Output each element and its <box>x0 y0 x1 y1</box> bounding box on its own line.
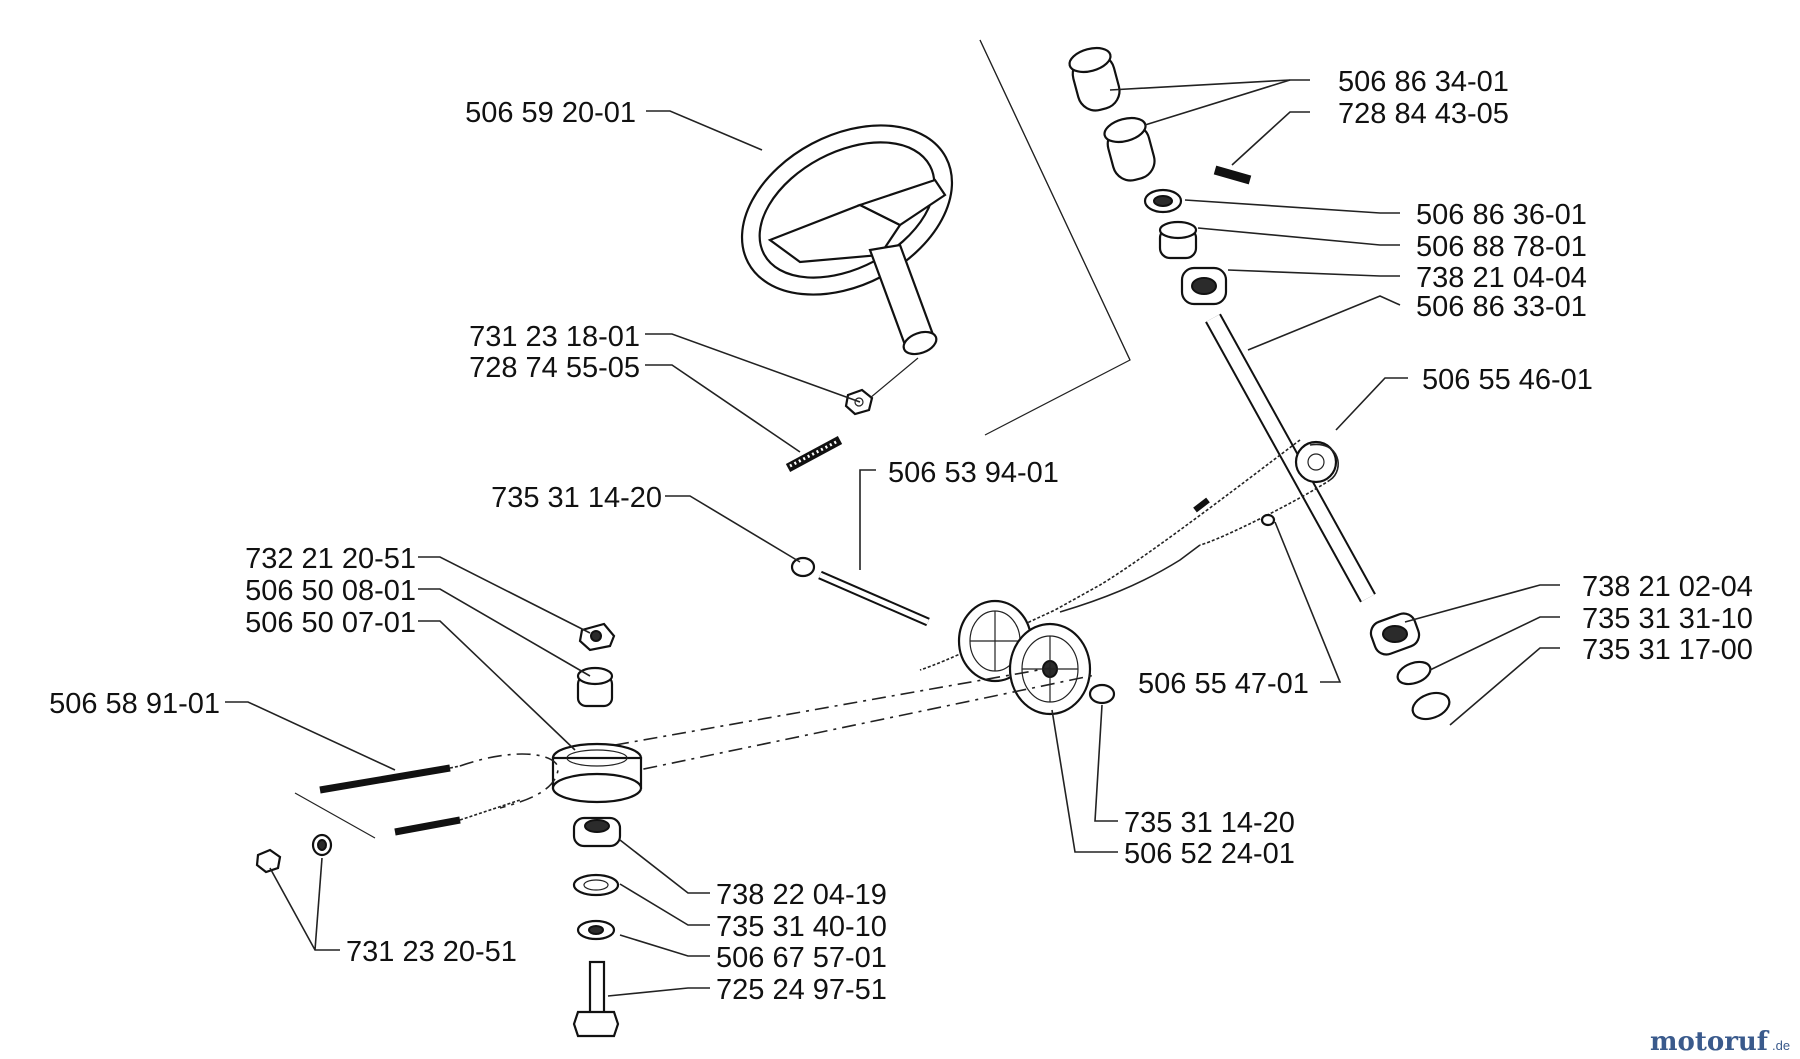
label-bearing-lower: 738 22 04-19 <box>716 879 887 911</box>
label-cable: 506 58 91-01 <box>49 688 220 720</box>
label-clip-bottom: 735 31 31-10 <box>1582 603 1753 635</box>
logo-suffix: .de <box>1772 1038 1790 1053</box>
label-axle: 506 53 94-01 <box>888 457 1059 489</box>
label-nut-axle: 735 31 14-20 <box>491 482 662 514</box>
label-bearing-upper: 738 21 04-04 <box>1416 262 1587 294</box>
chain-cables <box>919 439 1339 671</box>
pulley-pair <box>957 599 1092 716</box>
label-bushing-upper: 506 88 78-01 <box>1416 231 1587 263</box>
pivot-stack <box>551 622 643 1038</box>
label-clip-lower: 735 31 40-10 <box>716 911 887 943</box>
motoruf-logo: motoruf .de <box>1650 1027 1790 1057</box>
label-pulley: 506 52 24-01 <box>1124 838 1295 870</box>
label-nut-pulley: 735 31 14-20 <box>1124 807 1295 839</box>
label-chain-lower: 506 55 47-01 <box>1138 668 1309 700</box>
label-bushing-pivot: 506 50 08-01 <box>245 575 416 607</box>
label-nut-wheel: 731 23 18-01 <box>469 321 640 353</box>
label-nuts-cable: 731 23 20-51 <box>346 936 517 968</box>
leader-lines <box>225 79 1560 997</box>
steering-wheel <box>740 124 954 356</box>
label-bolt-lower: 725 24 97-51 <box>716 974 887 1006</box>
label-screw-wheel: 728 74 55-05 <box>469 352 640 384</box>
bolt-728-74-55 <box>785 436 843 472</box>
label-chain-upper: 506 55 46-01 <box>1422 364 1593 396</box>
label-spacer-top: 506 86 34-01 <box>1338 66 1509 98</box>
label-pulley-pivot: 506 50 07-01 <box>245 607 416 639</box>
label-nut-pivot: 732 21 20-51 <box>245 543 416 575</box>
label-washer-bottom: 735 31 17-00 <box>1582 634 1753 666</box>
logo-text: motoruf <box>1650 1027 1770 1057</box>
label-setscrew: 728 84 43-05 <box>1338 98 1509 130</box>
label-bearing-bottom: 738 21 02-04 <box>1582 571 1753 603</box>
label-washer-lower: 506 67 57-01 <box>716 942 887 974</box>
label-steering-wheel: 506 59 20-01 <box>465 97 636 129</box>
nut-735-31-14-upper <box>790 556 816 578</box>
lower-cables <box>255 753 559 874</box>
part-labels: 506 59 20-01 731 23 18-01 728 74 55-05 7… <box>49 66 1753 1006</box>
label-washer-upper: 506 86 36-01 <box>1416 199 1587 231</box>
nut-735-31-14-lower <box>1088 683 1116 705</box>
steering-column <box>1068 46 1451 721</box>
label-shaft: 506 86 33-01 <box>1416 291 1587 323</box>
